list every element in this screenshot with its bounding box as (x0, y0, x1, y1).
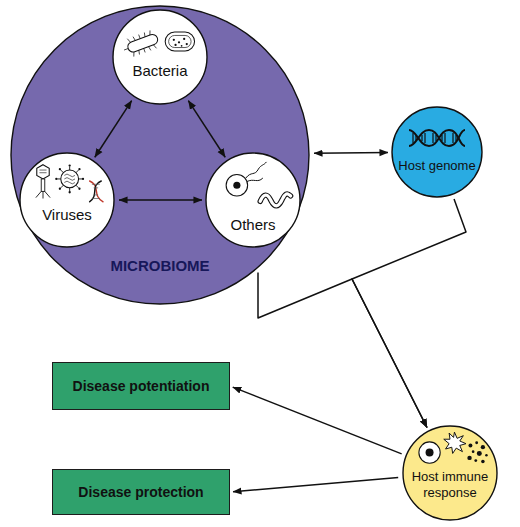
outcome-box: Disease potentiation (52, 362, 230, 410)
node-label: Disease protection (78, 484, 203, 501)
node-label: Host genome (398, 158, 475, 174)
others-circle: Others (205, 152, 301, 248)
protist-worm-icon (210, 160, 296, 214)
bacteria-icon (122, 24, 198, 59)
circle-shape (20, 153, 114, 247)
circle-shape (403, 426, 497, 520)
node-label: Disease potentiation (73, 378, 210, 395)
immune-response-circle: Host immune response (402, 425, 498, 521)
node-label: MICROBIOME (110, 257, 209, 275)
outcome-box: Disease protection (52, 469, 230, 515)
connector-arrow (314, 152, 388, 154)
circle-shape (113, 10, 207, 104)
circle-shape (11, 6, 309, 304)
circle-outline (19, 152, 115, 248)
connector-arrow (119, 199, 202, 201)
viruses-circle: Viruses (19, 152, 115, 248)
microbiome-circle: MICROBIOME Bacteria Viruses Others (10, 5, 310, 305)
connector-arrow (233, 477, 398, 491)
dna-icon (407, 126, 467, 150)
node-label: Others (230, 216, 275, 234)
circle-shape (206, 153, 300, 247)
node-label: Viruses (42, 206, 92, 224)
connector-arrow (258, 273, 427, 428)
circle-outline (205, 152, 301, 248)
node-label: Host immune response (408, 469, 492, 500)
circle-shape (392, 107, 482, 197)
bacteria-circle: Bacteria (112, 9, 208, 105)
host-genome-circle: Host genome (391, 106, 483, 198)
node-label: Bacteria (132, 62, 187, 80)
connector-arrow (233, 387, 402, 454)
circle-outline (391, 106, 483, 198)
connector-arrow (352, 199, 466, 427)
circle-outline (112, 9, 208, 105)
virus-icon (27, 161, 107, 204)
immune-cells-icon (410, 431, 490, 467)
